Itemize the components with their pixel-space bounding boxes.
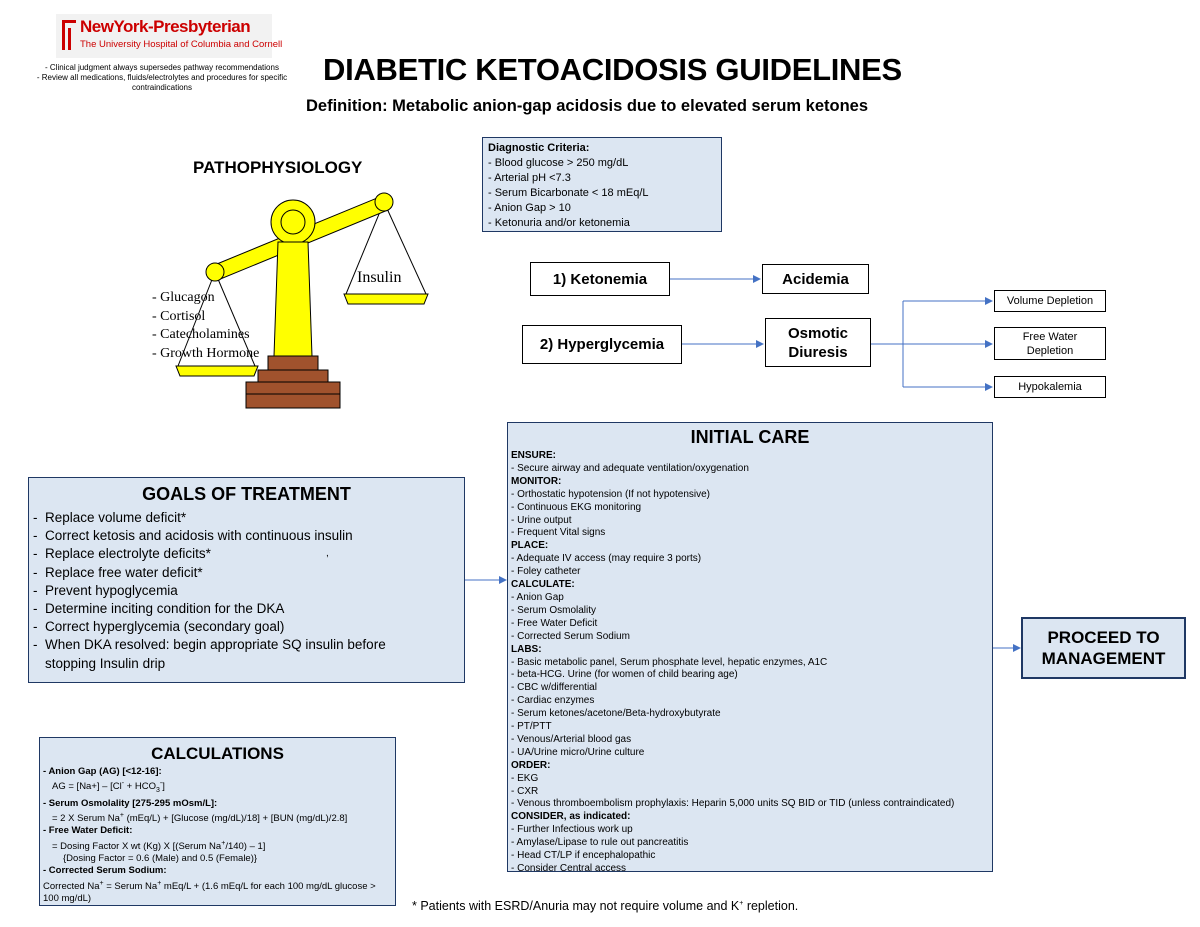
initial-care-item: - Serum ketones/acetone/Beta-hydroxybuty… [511, 708, 989, 721]
footnote: * Patients with ESRD/Anuria may not requ… [412, 899, 798, 913]
initial-care-item: - PT/PTT [511, 721, 989, 734]
initial-care-item: - UA/Urine micro/Urine culture [511, 747, 989, 760]
stray-mark: , [326, 548, 329, 559]
initial-care-section-title: MONITOR: [511, 476, 989, 489]
initial-care-section-title: PLACE: [511, 540, 989, 553]
initial-care-item: - CXR [511, 786, 989, 799]
initial-care-item: - Amylase/Lipase to rule out pancreatiti… [511, 837, 989, 850]
osm-formula: = 2 X Serum Na+ (mEq/L) + [Glucose (mg/d… [43, 810, 392, 825]
fwd-title: - Free Water Deficit: [43, 825, 392, 837]
initial-care-item: - Foley catheter [511, 566, 989, 579]
goals-heading: GOALS OF TREATMENT [33, 484, 460, 505]
calculations-heading: CALCULATIONS [43, 744, 392, 764]
fwd-formula: = Dosing Factor X wt (Kg) X [(Serum Na+/… [43, 838, 392, 853]
initial-care-item: - Head CT/LP if encephalopathic [511, 850, 989, 863]
initial-care-item: - CBC w/differential [511, 682, 989, 695]
goal-item: Prevent hypoglycemia [33, 582, 460, 600]
initial-care-item: - Free Water Deficit [511, 618, 989, 631]
initial-care-item: - Adequate IV access (may require 3 port… [511, 553, 989, 566]
initial-care-item: - Venous thromboembolism prophylaxis: He… [511, 798, 989, 811]
initial-care-section-title: ENSURE: [511, 450, 989, 463]
initial-care-section-title: ORDER: [511, 760, 989, 773]
initial-care-item: - Secure airway and adequate ventilation… [511, 463, 989, 476]
proceed-to-management-box[interactable]: PROCEED TO MANAGEMENT [1021, 617, 1186, 679]
initial-care-item: - Anion Gap [511, 592, 989, 605]
initial-care-box: INITIAL CARE ENSURE:- Secure airway and … [507, 422, 993, 872]
initial-care-sections: ENSURE:- Secure airway and adequate vent… [511, 450, 989, 876]
ag-title: - Anion Gap (AG) [<12-16]: [43, 766, 392, 778]
initial-care-item: - Serum Osmolality [511, 605, 989, 618]
initial-care-item: - Venous/Arterial blood gas [511, 734, 989, 747]
ag-formula: AG = [Na+] – [Cl- + HCO3-] [43, 778, 392, 797]
goal-item: Replace volume deficit* [33, 509, 460, 527]
goal-item: Replace electrolyte deficits* [33, 545, 460, 563]
initial-care-item: - Urine output [511, 515, 989, 528]
csn-formula: Corrected Na+ = Serum Na+ mEq/L + (1.6 m… [43, 878, 392, 906]
initial-care-item: - Further Infectious work up [511, 824, 989, 837]
fwd-note: {Dosing Factor = 0.6 (Male) and 0.5 (Fem… [43, 853, 392, 865]
goals-box: GOALS OF TREATMENT Replace volume defici… [28, 477, 465, 683]
initial-care-section-title: CONSIDER, as indicated: [511, 811, 989, 824]
osm-title: - Serum Osmolality [275-295 mOsm/L]: [43, 798, 392, 810]
calculations-box: CALCULATIONS - Anion Gap (AG) [<12-16]: … [39, 737, 396, 906]
initial-care-heading: INITIAL CARE [511, 426, 989, 448]
goal-item: When DKA resolved: begin appropriate SQ … [33, 636, 460, 672]
initial-care-item: - Consider Central access [511, 863, 989, 876]
goal-item: Determine inciting condition for the DKA [33, 600, 460, 618]
goals-list: Replace volume deficit* Correct ketosis … [33, 509, 460, 673]
csn-title: - Corrected Serum Sodium: [43, 865, 392, 877]
proceed-label: PROCEED TO MANAGEMENT [1023, 627, 1184, 669]
initial-care-section-title: LABS: [511, 644, 989, 657]
goal-item: Replace free water deficit* [33, 564, 460, 582]
initial-care-item: - beta-HCG. Urine (for women of child be… [511, 669, 989, 682]
initial-care-section-title: CALCULATE: [511, 579, 989, 592]
initial-care-item: - Continuous EKG monitoring [511, 502, 989, 515]
initial-care-item: - Cardiac enzymes [511, 695, 989, 708]
initial-care-item: - Corrected Serum Sodium [511, 631, 989, 644]
initial-care-item: - Orthostatic hypotension (If not hypote… [511, 489, 989, 502]
initial-care-item: - Frequent Vital signs [511, 527, 989, 540]
initial-care-item: - EKG [511, 773, 989, 786]
initial-care-item: - Basic metabolic panel, Serum phosphate… [511, 657, 989, 670]
goal-item: Correct ketosis and acidosis with contin… [33, 527, 460, 545]
goal-item: Correct hyperglycemia (secondary goal) [33, 618, 460, 636]
